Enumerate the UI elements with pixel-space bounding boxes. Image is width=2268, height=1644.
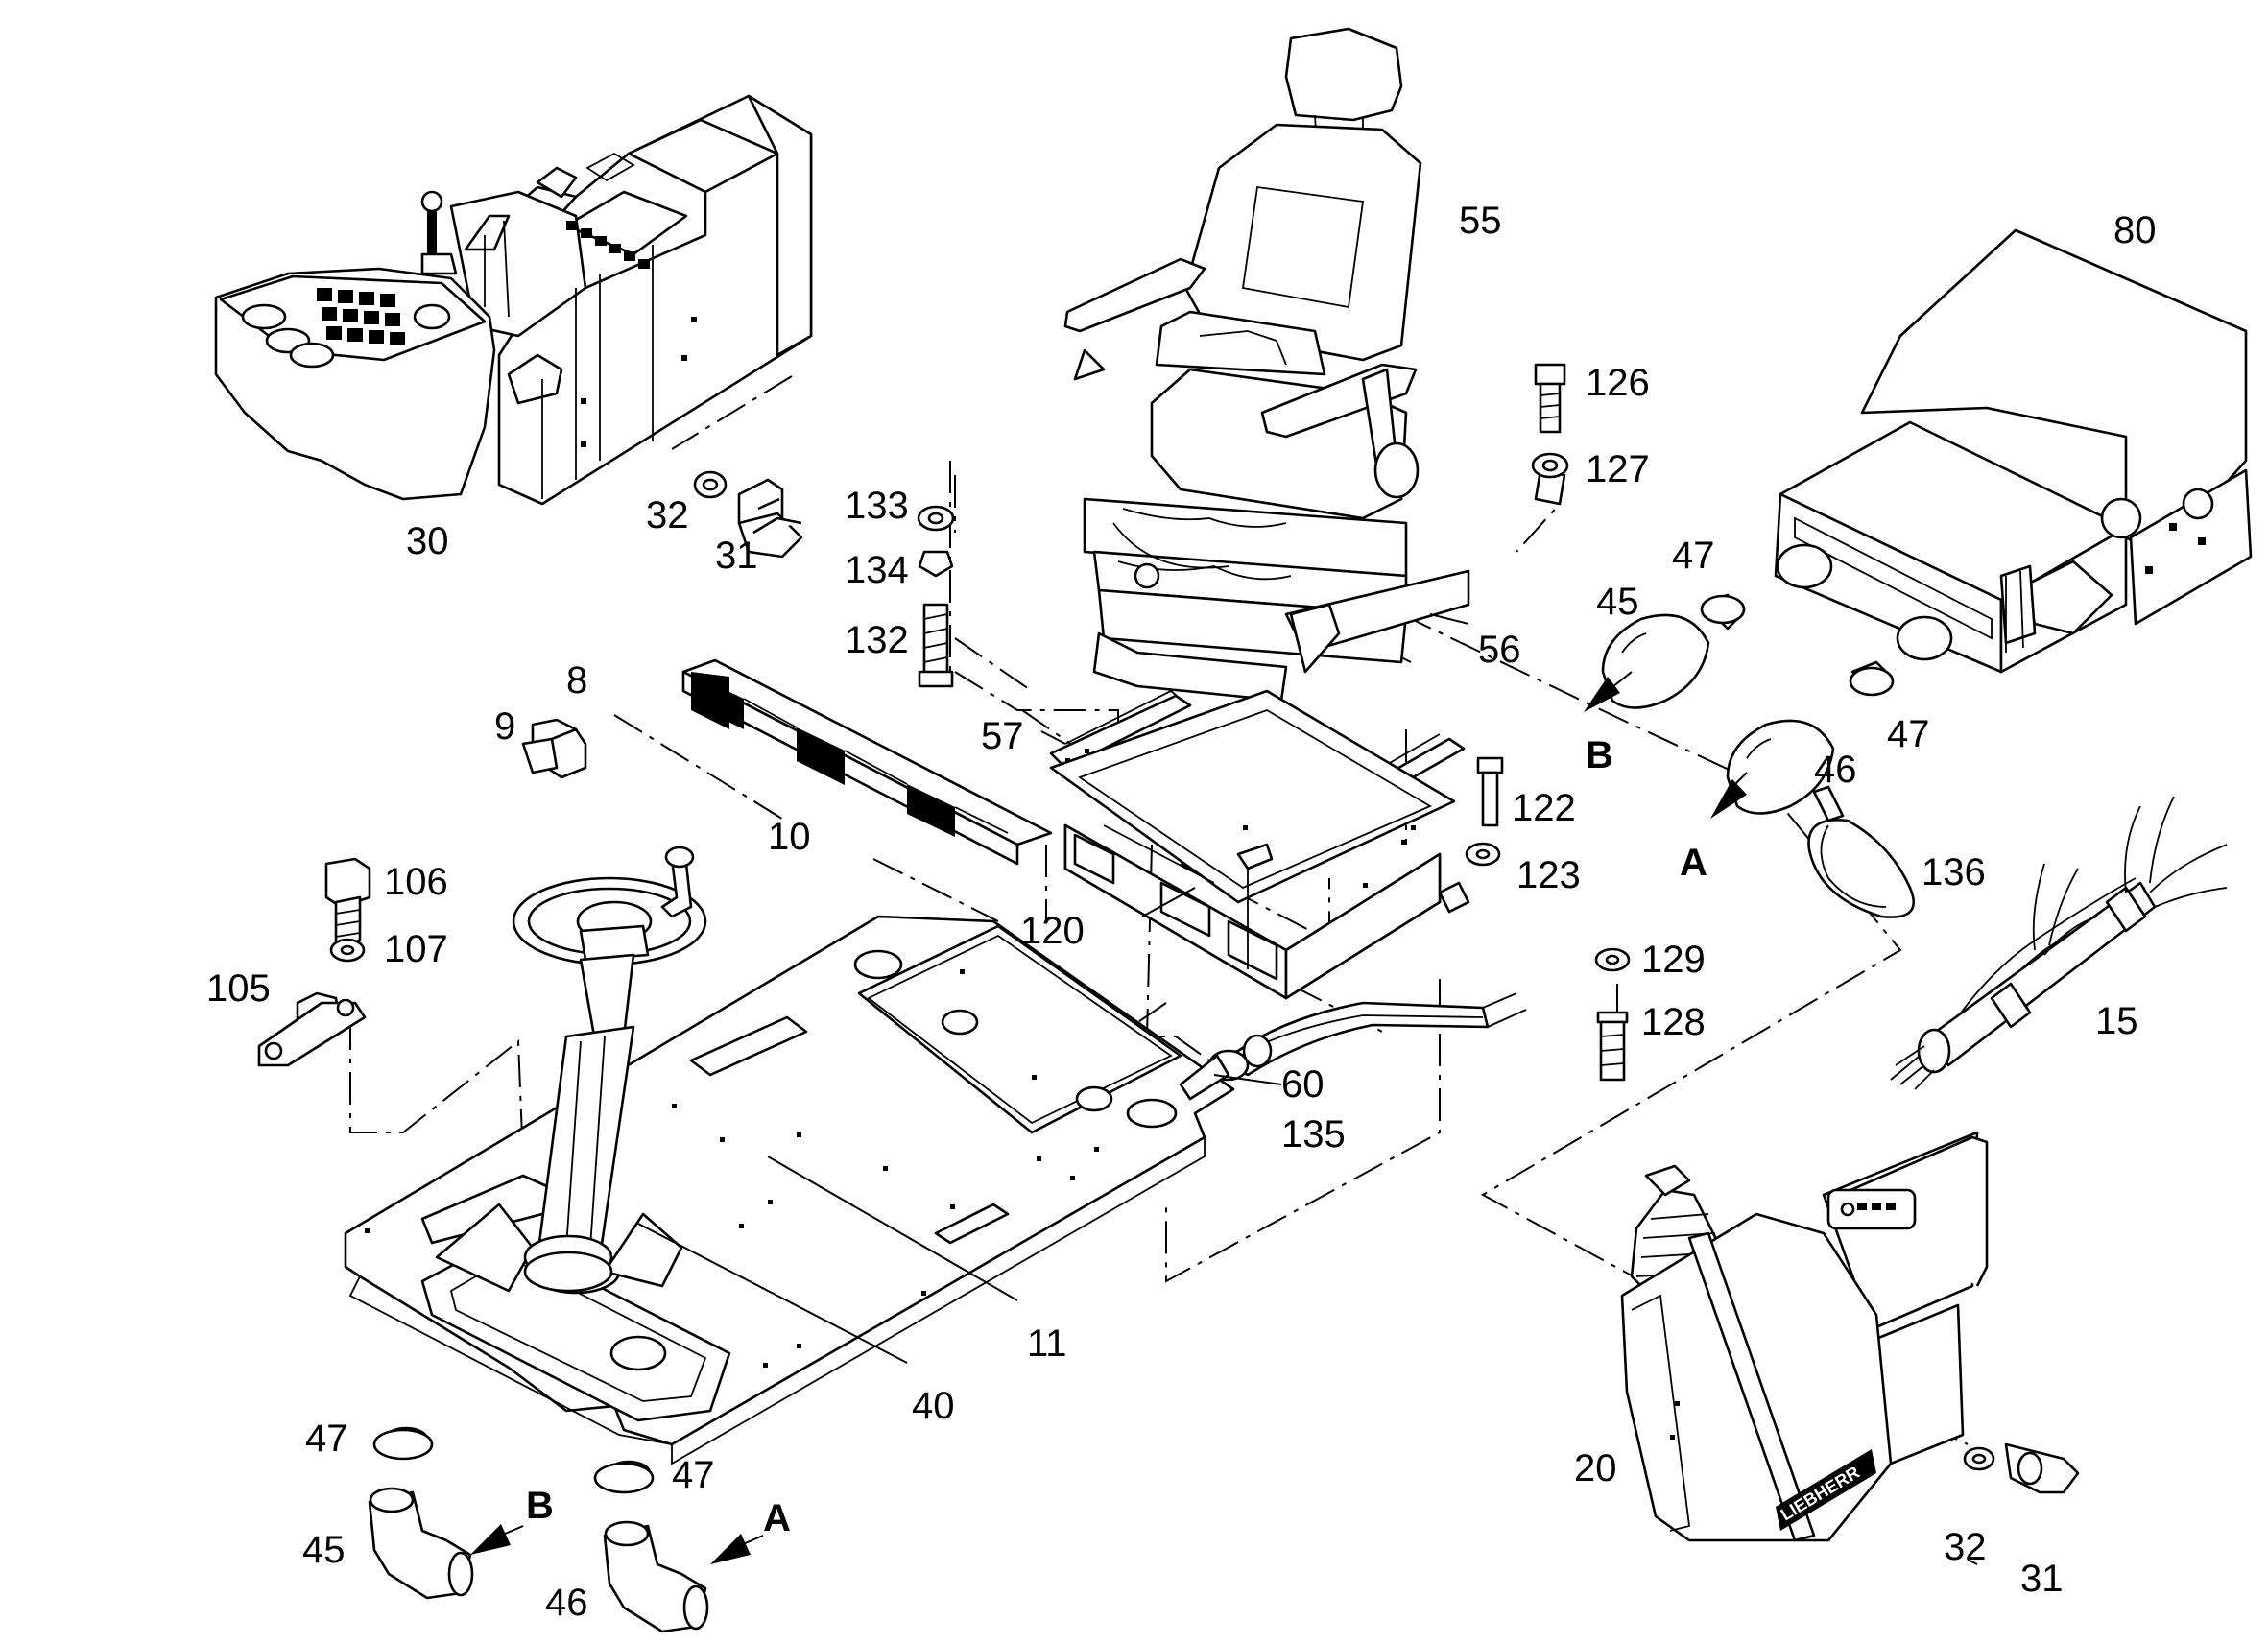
label-32-bottom: 32: [1944, 1526, 1987, 1568]
arrow-label-a-bottom: A: [763, 1497, 791, 1539]
arrow-label-a-top: A: [1680, 842, 1707, 884]
heater-unit: [1774, 228, 2253, 674]
label-106: 106: [384, 861, 448, 903]
right-control-console: LIEBHERR: [1620, 1131, 1989, 1542]
label-123: 123: [1516, 854, 1581, 896]
small-hardware: [257, 363, 2080, 1633]
label-132: 132: [845, 619, 909, 661]
label-57: 57: [981, 715, 1024, 757]
cable-harness: [1890, 796, 2228, 1090]
label-134: 134: [845, 549, 909, 591]
label-136: 136: [1922, 851, 1986, 893]
leader-lines: [637, 613, 1978, 1565]
grille-panel: [681, 658, 1053, 866]
arrow-label-b-top: B: [1586, 734, 1613, 776]
label-107: 107: [384, 928, 448, 970]
label-126: 126: [1586, 362, 1650, 404]
label-30: 30: [406, 520, 449, 562]
label-32-top: 32: [646, 494, 689, 536]
floor-plate: [344, 915, 1235, 1465]
label-127: 127: [1586, 448, 1650, 490]
label-47-bottom-left: 47: [305, 1418, 348, 1460]
label-60: 60: [1281, 1063, 1325, 1106]
part-labels: 55 80 126 127 47 45 133 134 132 56 47 46…: [206, 200, 2157, 1624]
label-122: 122: [1512, 787, 1576, 829]
label-56: 56: [1478, 629, 1521, 671]
label-46-top: 46: [1814, 749, 1857, 791]
label-9: 9: [494, 705, 515, 748]
label-105: 105: [206, 967, 271, 1010]
label-8: 8: [566, 659, 587, 702]
label-31-bottom: 31: [2020, 1558, 2064, 1600]
label-46-bottom: 46: [545, 1582, 588, 1624]
label-31-top: 31: [715, 535, 758, 577]
steering-column: [512, 846, 707, 1293]
label-40: 40: [912, 1385, 955, 1427]
operator-seat: [1063, 27, 1470, 703]
label-20: 20: [1574, 1447, 1617, 1489]
label-55: 55: [1459, 200, 1502, 242]
seat-base: [1049, 689, 1470, 1000]
label-47-bottom-mid: 47: [672, 1454, 715, 1496]
label-133: 133: [845, 485, 909, 527]
arrow-label-b-bottom: B: [526, 1485, 554, 1527]
direction-arrows: [470, 671, 1748, 1564]
label-45-top: 45: [1596, 581, 1639, 623]
hoses: [1179, 992, 1527, 1101]
label-129: 129: [1641, 939, 1706, 981]
label-10: 10: [768, 816, 811, 858]
label-47-mid: 47: [1887, 713, 1930, 755]
left-control-console: [214, 94, 813, 506]
label-128: 128: [1641, 1001, 1706, 1043]
label-47-top: 47: [1672, 535, 1715, 577]
label-120: 120: [1020, 910, 1085, 952]
label-45-bottom: 45: [302, 1529, 346, 1571]
label-15: 15: [2095, 1000, 2138, 1042]
label-80: 80: [2113, 209, 2157, 251]
label-135: 135: [1281, 1113, 1346, 1156]
label-11: 11: [1027, 1322, 1067, 1365]
